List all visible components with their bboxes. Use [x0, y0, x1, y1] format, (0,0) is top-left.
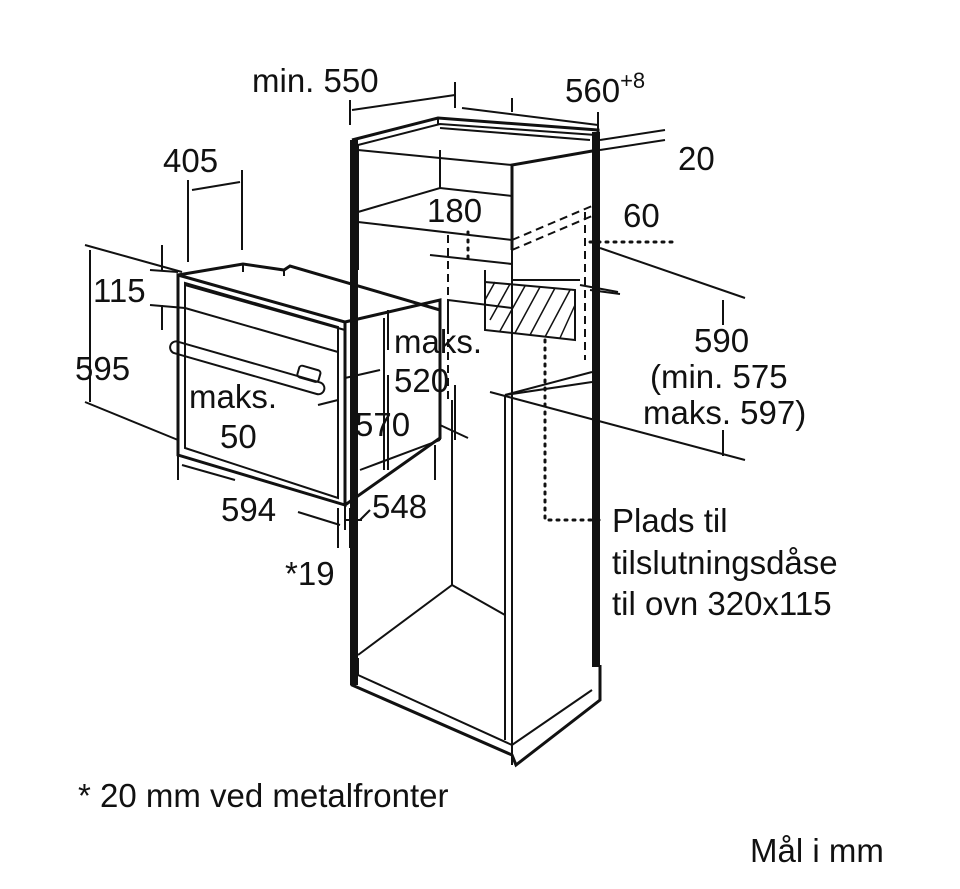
label-star-19: *19	[285, 555, 335, 592]
units-note: Mål i mm	[750, 832, 884, 869]
socket-note-line3: til ovn 320x115	[612, 585, 832, 622]
label-maks-50-line2: 50	[220, 418, 257, 455]
dimension-labels: min. 550 560+8 20 405 180 60 115 595 mak…	[75, 62, 806, 592]
label-maks-597: maks. 597)	[643, 394, 806, 431]
label-20: 20	[678, 140, 715, 177]
label-maks-520-line1: maks.	[394, 323, 482, 360]
label-115: 115	[93, 272, 146, 309]
label-560: 560+8	[565, 68, 645, 109]
socket-note-line2: tilslutningsdåse	[612, 544, 838, 581]
label-60: 60	[623, 197, 660, 234]
label-180: 180	[427, 192, 482, 229]
label-590: 590	[694, 322, 749, 359]
tall-cabinet	[350, 116, 674, 768]
label-405: 405	[163, 142, 218, 179]
label-548: 548	[372, 488, 427, 525]
label-maks-50-line1: maks.	[189, 378, 277, 415]
label-min-575: (min. 575	[650, 358, 788, 395]
label-maks-520-line2: 520	[394, 362, 449, 399]
dimension-lines	[84, 82, 746, 548]
label-594: 594	[221, 491, 276, 528]
notes: Plads til tilslutningsdåse til ovn 320x1…	[78, 502, 884, 869]
footnote: * 20 mm ved metalfronter	[78, 777, 448, 814]
oven-unit	[169, 262, 442, 530]
label-570: 570	[355, 406, 410, 443]
label-595: 595	[75, 350, 130, 387]
socket-note-line1: Plads til	[612, 502, 728, 539]
label-min-550: min. 550	[252, 62, 379, 99]
